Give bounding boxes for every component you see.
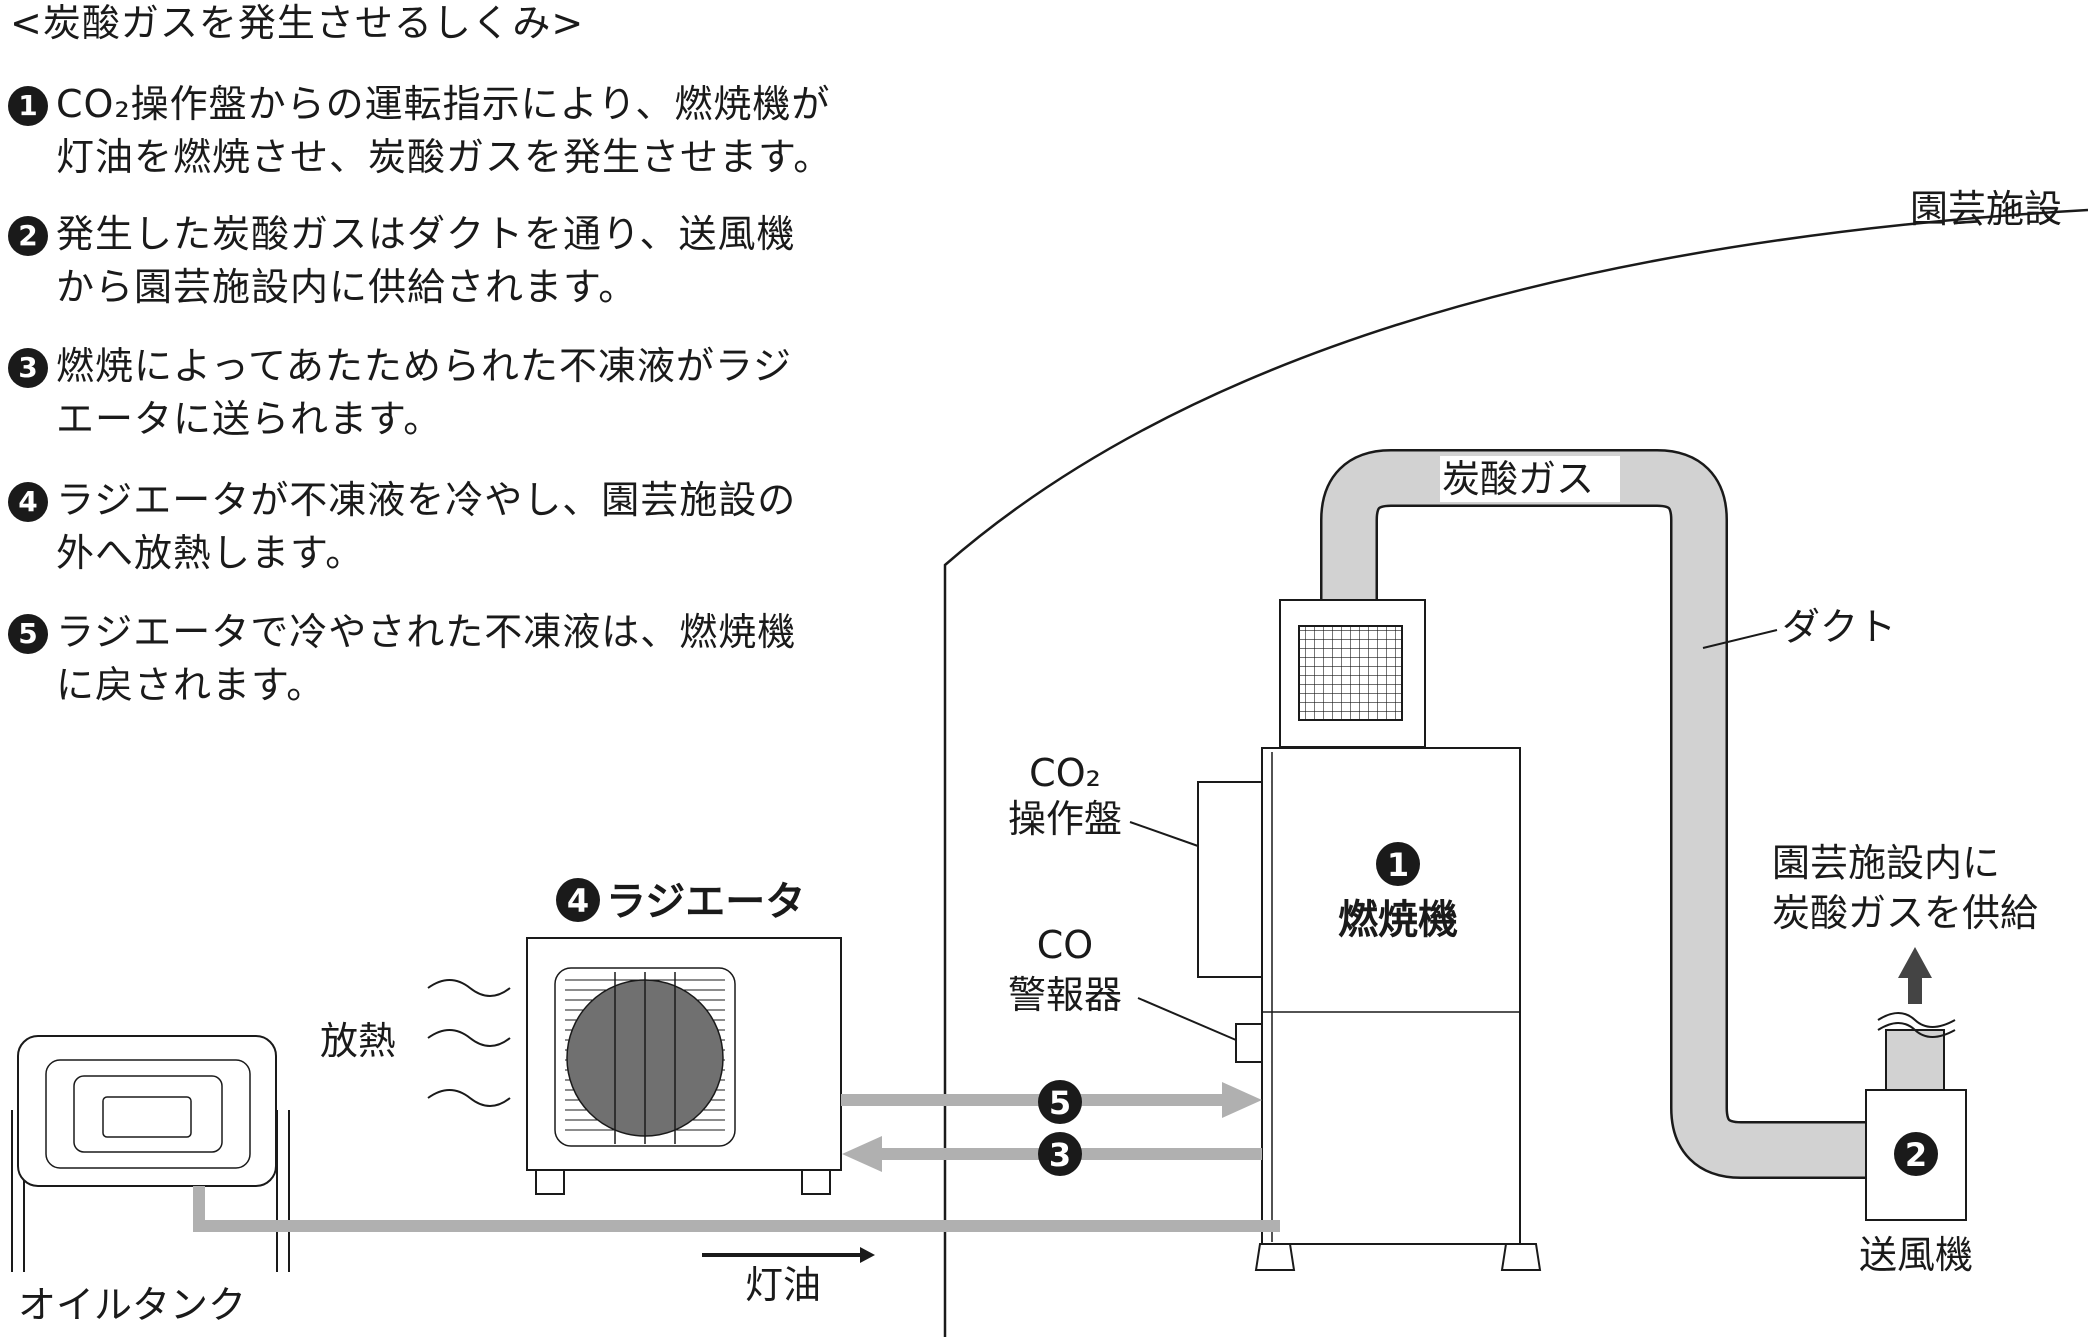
- duct-label: ダクト: [1782, 605, 1896, 649]
- co2-panel-label-1: CO₂: [1029, 751, 1101, 795]
- burner-foot-left: [1254, 1243, 1296, 1271]
- burner-label: 燃焼機: [1338, 897, 1458, 943]
- radiator-badge-text: 4: [567, 882, 589, 920]
- blower-chimney: [1885, 1029, 1945, 1091]
- step-1-line-1: CO₂操作盤からの運転指示により、燃焼機が: [56, 82, 831, 126]
- step-3: 3 燃焼によってあたためられた不凍液がラジ エータに送られます。: [8, 340, 792, 446]
- oil-tank-label: オイルタンク: [18, 1283, 246, 1327]
- step-4: 4 ラジエータが不凍液を冷やし、園芸施設の 外へ放熱します。: [8, 474, 796, 580]
- step-4-line-1: ラジエータが不凍液を冷やし、園芸施設の: [56, 478, 797, 522]
- radiator-label: ラジエータ: [606, 879, 805, 925]
- oil-tank-body: [17, 1035, 277, 1187]
- blower-badge: [1894, 1132, 1938, 1176]
- supply-label-1: 園芸施設内に: [1772, 841, 2000, 885]
- radiator-foot-right: [801, 1169, 831, 1195]
- step-1-badge: 1: [8, 86, 48, 126]
- flow-supply-badge-text: 5: [1049, 1084, 1071, 1122]
- step-3-badge: 3: [8, 348, 48, 388]
- step-5-line-2: に戻されます。: [56, 663, 326, 707]
- co2-panel-label-2: 操作盤: [1008, 797, 1122, 841]
- burner-grill: [1298, 625, 1403, 721]
- step-2-badge: 2: [8, 216, 48, 256]
- step-5-line-1: ラジエータで冷やされた不凍液は、燃焼機: [56, 610, 797, 654]
- greenhouse-outline: [943, 208, 2088, 1337]
- supply-label-2: 炭酸ガスを供給: [1772, 891, 2038, 935]
- step-5: 5 ラジエータで冷やされた不凍液は、燃焼機 に戻されます。: [8, 606, 796, 712]
- gas-label: 炭酸ガス: [1442, 457, 1594, 501]
- heat-label: 放熱: [320, 1019, 396, 1063]
- step-2-line-1: 発生した炭酸ガスはダクトを通り、送風機: [56, 212, 796, 256]
- step-3-line-1: 燃焼によってあたためられた不凍液がラジ: [56, 344, 793, 388]
- kerosene-label: 灯油: [745, 1263, 821, 1307]
- blower-badge-text: 2: [1905, 1136, 1927, 1174]
- radiator-badge: [556, 878, 600, 922]
- kerosene-arrow-icon: [702, 1247, 875, 1263]
- step-3-line-2: エータに送られます。: [56, 397, 443, 441]
- flow-return-badge-text: 3: [1049, 1136, 1071, 1174]
- flow-return-badge: [1038, 1132, 1082, 1176]
- co-alarm: [1235, 1023, 1263, 1063]
- flow-supply-badge: [1038, 1080, 1082, 1124]
- step-4-badge: 4: [8, 482, 48, 522]
- burner-body: [1261, 747, 1521, 1245]
- burner-badge: [1376, 842, 1420, 886]
- burner-badge-text: 1: [1387, 846, 1409, 884]
- co2-panel-leader: [1129, 821, 1199, 847]
- supply-arrow-icon: [1898, 947, 1932, 1004]
- step-1-line-2: 灯油を燃焼させ、炭酸ガスを発生させます。: [56, 135, 833, 179]
- co-alarm-leader: [1137, 997, 1237, 1041]
- facility-label: 園芸施設: [1910, 187, 2062, 231]
- step-2: 2 発生した炭酸ガスはダクトを通り、送風機 から園芸施設内に供給されます。: [8, 208, 795, 314]
- kerosene-pipe: [193, 1186, 1280, 1232]
- co-alarm-label-1: CO: [1037, 923, 1093, 967]
- burner-foot-right: [1500, 1243, 1542, 1271]
- co2-panel: [1197, 781, 1263, 978]
- step-5-badge: 5: [8, 614, 48, 654]
- radiator-foot-left: [535, 1169, 565, 1195]
- step-2-line-2: から園芸施設内に供給されます。: [56, 265, 638, 309]
- heat-waves-icon: [427, 979, 511, 1107]
- duct-leader: [1702, 629, 1778, 649]
- co-alarm-label-2: 警報器: [1008, 973, 1122, 1017]
- diagram-heading: <炭酸ガスを発生させるしくみ>: [10, 1, 585, 45]
- step-4-line-2: 外へ放熱します。: [56, 531, 365, 575]
- step-1: 1 CO₂操作盤からの運転指示により、燃焼機が 灯油を燃焼させ、炭酸ガスを発生さ…: [8, 78, 832, 184]
- blower-label: 送風機: [1859, 1233, 1973, 1277]
